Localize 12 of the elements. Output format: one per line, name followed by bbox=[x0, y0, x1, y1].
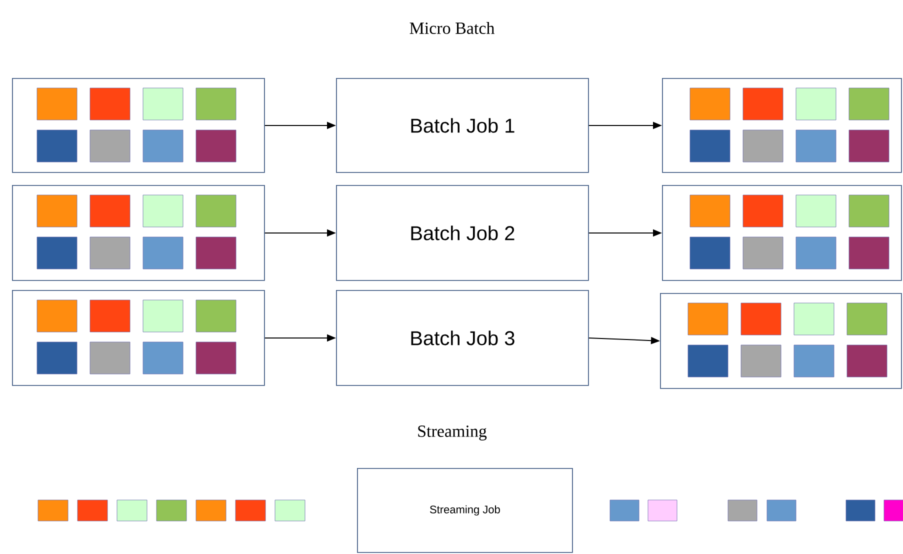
data-batch-box bbox=[12, 185, 265, 281]
job-box: Batch Job 2 bbox=[336, 185, 589, 281]
data-batch-box bbox=[12, 290, 265, 386]
title: Micro Batch bbox=[410, 22, 495, 34]
job-box: Batch Job 3 bbox=[336, 290, 589, 386]
data-batch-box bbox=[12, 78, 265, 173]
job-box: Batch Job 1 bbox=[336, 78, 589, 173]
data-batch-box bbox=[662, 185, 902, 281]
data-batch-box bbox=[660, 293, 902, 389]
job-box: Streaming Job bbox=[357, 468, 573, 553]
data-batch-box bbox=[662, 78, 902, 173]
section-heading: Streaming bbox=[418, 426, 487, 440]
